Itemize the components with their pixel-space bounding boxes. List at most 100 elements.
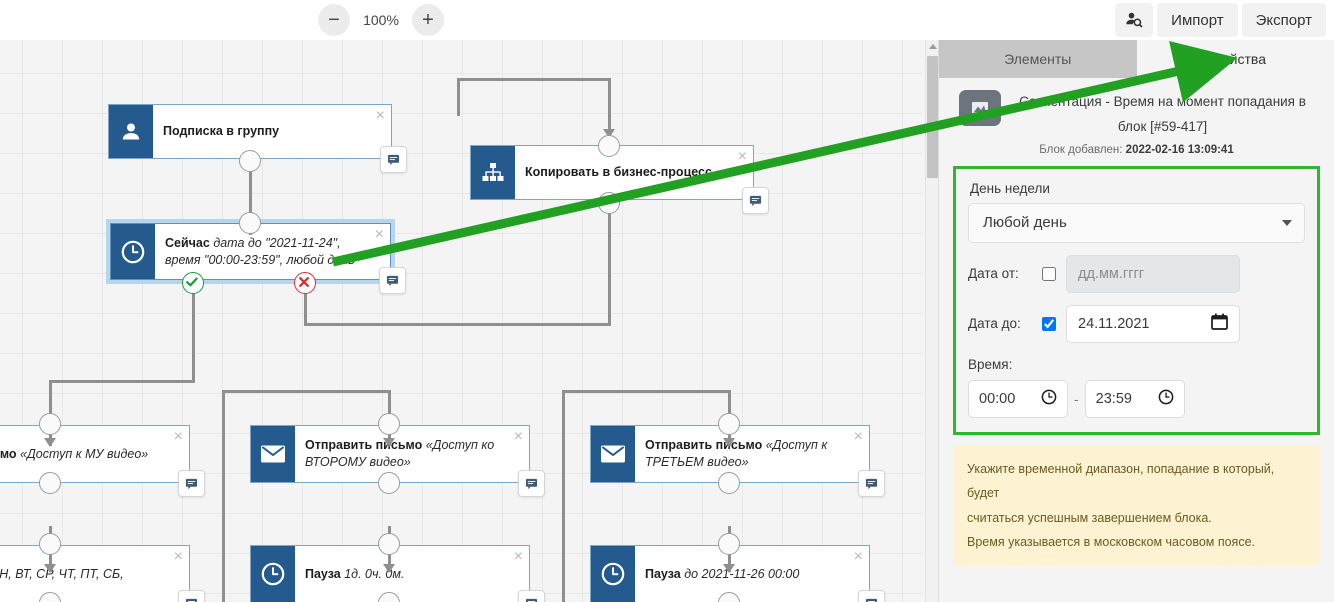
node-label-italic: до 2021-11-26 00:00 xyxy=(684,566,800,581)
zoom-in-button[interactable]: + xyxy=(412,4,444,36)
hint-box: Укажите временной диапазон, попадание в … xyxy=(953,444,1320,567)
node-port-in[interactable] xyxy=(39,413,61,435)
weekday-label: День недели xyxy=(970,180,1050,196)
time-end-input[interactable]: 23:59 xyxy=(1084,379,1185,418)
node-port-out[interactable] xyxy=(39,472,61,494)
node-port-out[interactable] xyxy=(598,192,620,214)
person-icon xyxy=(109,105,153,158)
close-icon[interactable]: × xyxy=(173,428,183,445)
connector-copy-top-h xyxy=(457,78,610,81)
scrollbar-thumb[interactable] xyxy=(927,56,938,178)
block-header: Сегментация - Время на момент попадания … xyxy=(939,78,1334,158)
clock-icon[interactable] xyxy=(1041,389,1057,409)
close-icon[interactable]: × xyxy=(853,548,863,565)
connector-copy-loop-down xyxy=(608,213,611,323)
flow-canvas[interactable]: Подписка в группу × xyxy=(0,40,922,602)
envelope-icon xyxy=(251,426,295,482)
zoom-out-button[interactable]: − xyxy=(318,4,350,36)
close-icon[interactable]: × xyxy=(513,548,523,565)
weekday-select-wrapper: Любой день xyxy=(968,202,1305,243)
tab-properties[interactable]: Свойства xyxy=(1136,40,1334,78)
connector-arrow xyxy=(44,564,56,573)
comment-icon[interactable] xyxy=(518,470,545,497)
comment-icon[interactable] xyxy=(178,470,205,497)
close-icon[interactable]: × xyxy=(513,428,523,445)
comment-icon[interactable] xyxy=(858,590,885,602)
date-from-input[interactable]: дд.мм.гггг xyxy=(1066,254,1240,293)
node-port-in[interactable] xyxy=(378,533,400,555)
node-label-bold: Копировать в бизнес-процесс xyxy=(525,165,712,180)
comment-icon[interactable] xyxy=(858,470,885,497)
top-toolbar: − 100% + Импорт Экспорт xyxy=(0,0,1334,40)
tab-elements[interactable]: Элементы xyxy=(939,40,1137,78)
node-label-italic: «Доступ ко ВТОРОМУ видео» xyxy=(305,438,495,469)
weekday-select[interactable]: Любой день xyxy=(968,202,1305,243)
node-port-out[interactable] xyxy=(718,472,740,494)
node-port-in[interactable] xyxy=(378,413,400,435)
connector-branch2-riser xyxy=(222,392,225,602)
block-added-value: 2022-02-16 13:09:41 xyxy=(1125,143,1234,156)
node-label-bold: Подписка в группу xyxy=(163,124,280,139)
hint-line: Укажите временной диапазон, попадание в … xyxy=(967,461,1275,501)
comment-icon[interactable] xyxy=(178,590,205,602)
clock-icon[interactable] xyxy=(1158,389,1174,409)
time-end-value: 23:59 xyxy=(1095,390,1132,407)
node-port-in[interactable] xyxy=(718,413,740,435)
node-label-italic: дата до "2021-11-24", время "00:00-23:59… xyxy=(165,235,355,267)
node-port-out[interactable] xyxy=(378,472,400,494)
time-start-value: 00:00 xyxy=(979,390,1016,407)
connector-fail-up xyxy=(304,283,307,325)
hint-line: считаться успешным завершением блока. xyxy=(967,510,1212,525)
clock-icon xyxy=(251,546,295,602)
comment-icon[interactable] xyxy=(518,590,545,602)
node-port-in[interactable] xyxy=(239,212,261,234)
clock-icon xyxy=(111,224,155,279)
canvas-vertical-scrollbar[interactable] xyxy=(925,40,939,602)
comment-icon[interactable] xyxy=(380,146,407,173)
connector-branch3-h xyxy=(562,390,730,393)
node-port-in[interactable] xyxy=(718,533,740,555)
node-label: о 00:00 ПН, ВТ, СР, ЧТ, ПТ, СБ, xyxy=(0,546,189,602)
node-label: Пауза до 2021-11-26 00:00 xyxy=(635,546,869,602)
close-icon[interactable]: × xyxy=(737,148,747,165)
envelope-icon xyxy=(591,426,635,482)
date-to-checkbox[interactable] xyxy=(1042,316,1056,331)
node-send-mail-first[interactable]: ить письмо «Доступ к МУ видео» × xyxy=(0,425,205,497)
time-label: Время: xyxy=(968,356,1013,372)
node-label-bold: Сейчас xyxy=(165,235,210,250)
node-pause-first[interactable]: о 00:00 ПН, ВТ, СР, ЧТ, ПТ, СБ, × xyxy=(0,545,205,602)
comment-icon[interactable] xyxy=(379,267,406,294)
close-icon[interactable]: × xyxy=(173,548,183,565)
scroll-up-arrow-icon[interactable] xyxy=(929,44,937,49)
time-range-separator: - xyxy=(1074,390,1079,407)
date-from-label: Дата от: xyxy=(968,266,1019,282)
connector-arrow xyxy=(723,438,735,447)
connector-copy-loop-left xyxy=(304,323,611,326)
close-icon[interactable]: × xyxy=(853,428,863,445)
node-label: ить письмо «Доступ к МУ видео» xyxy=(0,426,189,482)
export-button[interactable]: Экспорт xyxy=(1241,3,1326,37)
node-port-success[interactable] xyxy=(182,272,204,294)
calendar-icon[interactable] xyxy=(1211,313,1228,334)
person-search-icon[interactable] xyxy=(1115,3,1154,37)
date-from-placeholder: дд.мм.гггг xyxy=(1078,265,1145,282)
node-port-failure[interactable] xyxy=(294,272,316,294)
comment-icon[interactable] xyxy=(742,187,769,214)
connector-arrow xyxy=(383,438,395,447)
hint-line: Время указывается в московском часовом п… xyxy=(967,535,1256,550)
import-button[interactable]: Импорт xyxy=(1157,3,1238,37)
node-port-in[interactable] xyxy=(598,135,620,157)
node-port-in[interactable] xyxy=(39,533,61,555)
time-start-input[interactable]: 00:00 xyxy=(968,379,1068,418)
close-icon[interactable]: × xyxy=(375,107,385,124)
chevron-down-icon[interactable] xyxy=(1282,219,1292,226)
connector-ok-v2 xyxy=(192,328,195,382)
node-label-bold: ить письмо xyxy=(0,446,17,461)
block-settings-form: День недели Любой день Дата от: дд.мм.гг… xyxy=(953,165,1320,435)
block-title: Сегментация - Время на момент попадания … xyxy=(1019,94,1306,134)
date-from-checkbox[interactable] xyxy=(1042,266,1056,281)
date-to-input[interactable]: 24.11.2021 xyxy=(1066,304,1240,343)
node-port-out[interactable] xyxy=(239,150,261,172)
close-icon[interactable]: × xyxy=(374,226,384,243)
node-label: Подписка в группу xyxy=(153,105,391,158)
